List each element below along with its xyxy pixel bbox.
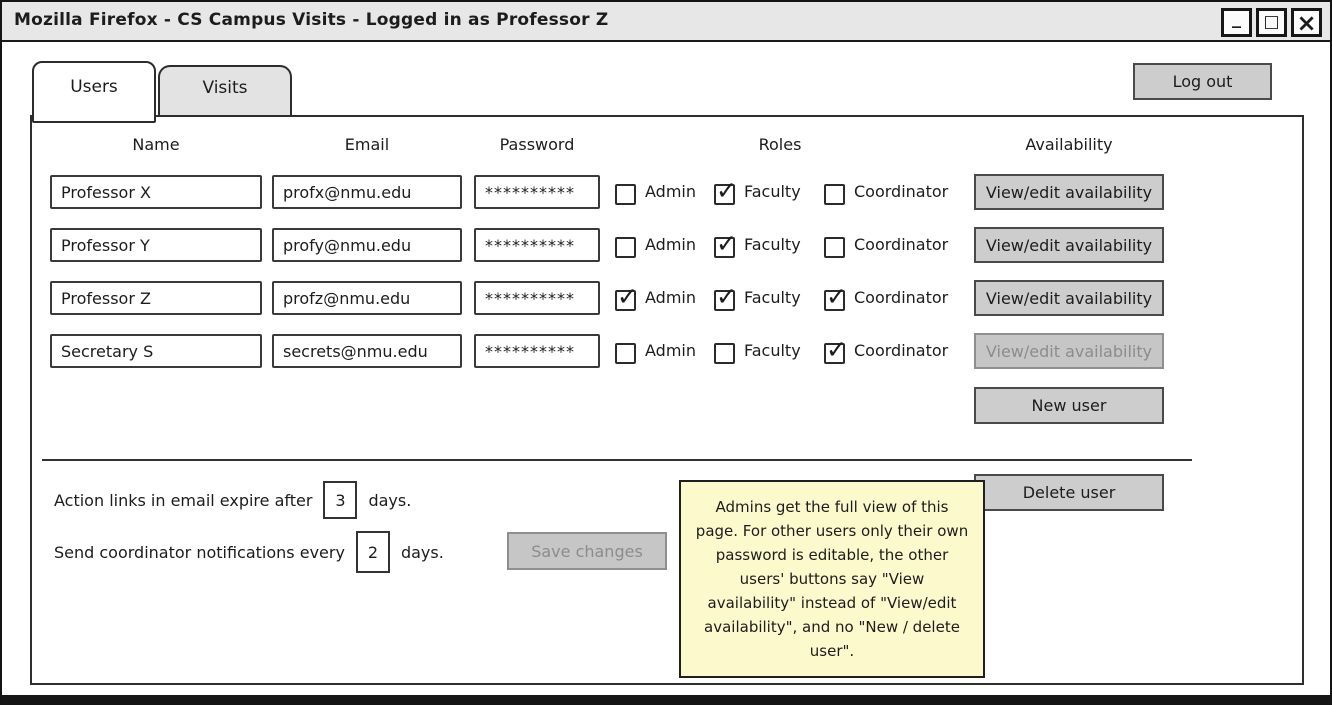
faculty-checkbox[interactable]: ✓ <box>714 176 737 205</box>
view-edit-availability-button[interactable]: View/edit availability <box>974 333 1164 369</box>
check-icon: ✓ <box>716 176 737 205</box>
window-bottom-edge <box>2 695 1330 703</box>
expire-setting-suffix: days. <box>368 490 412 510</box>
admin-label: Admin <box>645 341 696 360</box>
coordinator-label: Coordinator <box>854 288 949 307</box>
faculty-checkbox[interactable]: ✓ <box>714 282 737 311</box>
tab-users[interactable]: Users <box>32 61 156 123</box>
notify-setting-label: Send coordinator notifications every <box>54 542 345 562</box>
column-header-roles: Roles <box>758 135 802 154</box>
section-divider <box>42 459 1192 461</box>
check-icon: ✓ <box>826 335 847 364</box>
maximize-button[interactable]: □ <box>1256 8 1287 37</box>
check-icon: ✓ <box>617 282 638 311</box>
column-header-availability: Availability <box>1025 135 1113 154</box>
admin-label: Admin <box>645 182 696 201</box>
title-bar: Mozilla Firefox - CS Campus Visits - Log… <box>2 2 1330 42</box>
tab-visits[interactable]: Visits <box>158 65 292 115</box>
check-icon: ✓ <box>716 282 737 311</box>
name-field[interactable] <box>50 281 262 315</box>
email-field[interactable] <box>272 175 462 209</box>
password-field[interactable] <box>474 228 600 262</box>
expire-days-input[interactable] <box>323 481 358 519</box>
faculty-checkbox[interactable] <box>714 343 735 364</box>
close-button[interactable]: × <box>1291 8 1322 37</box>
coordinator-checkbox[interactable] <box>824 237 845 258</box>
maximize-icon: □ <box>1263 12 1280 32</box>
notify-setting-suffix: days. <box>400 542 444 562</box>
name-field[interactable] <box>50 334 262 368</box>
view-edit-availability-button[interactable]: View/edit availability <box>974 227 1164 263</box>
name-field[interactable] <box>50 175 262 209</box>
logout-button[interactable]: Log out <box>1133 63 1272 100</box>
check-icon: ✓ <box>826 282 847 311</box>
delete-user-button[interactable]: Delete user <box>974 474 1164 511</box>
password-field[interactable] <box>474 281 600 315</box>
faculty-label: Faculty <box>744 288 801 307</box>
view-edit-availability-button[interactable]: View/edit availability <box>974 174 1164 210</box>
faculty-label: Faculty <box>744 341 801 360</box>
minimize-icon: _ <box>1232 7 1241 29</box>
view-edit-availability-button[interactable]: View/edit availability <box>974 280 1164 316</box>
window-controls: _ □ × <box>1221 8 1322 37</box>
faculty-label: Faculty <box>744 235 801 254</box>
admin-label: Admin <box>645 288 696 307</box>
email-field[interactable] <box>272 228 462 262</box>
name-field[interactable] <box>50 228 262 262</box>
email-field[interactable] <box>272 281 462 315</box>
coordinator-label: Coordinator <box>854 341 949 360</box>
save-changes-button[interactable]: Save changes <box>507 532 667 570</box>
faculty-label: Faculty <box>744 182 801 201</box>
admin-checkbox[interactable] <box>615 343 636 364</box>
expire-setting-row: Action links in email expire after days. <box>54 480 411 520</box>
new-user-button[interactable]: New user <box>974 387 1164 424</box>
minimize-button[interactable]: _ <box>1221 8 1252 37</box>
window-title: Mozilla Firefox - CS Campus Visits - Log… <box>14 10 609 30</box>
admin-checkbox[interactable] <box>615 237 636 258</box>
column-header-email: Email <box>344 135 390 154</box>
admin-checkbox[interactable] <box>615 184 636 205</box>
check-icon: ✓ <box>716 229 737 258</box>
faculty-checkbox[interactable]: ✓ <box>714 229 737 258</box>
coordinator-checkbox[interactable] <box>824 184 845 205</box>
column-header-password: Password <box>499 135 575 154</box>
expire-setting-label: Action links in email expire after <box>54 490 313 510</box>
sticky-note: Admins get the full view of this page. F… <box>679 480 985 678</box>
close-icon: × <box>1296 8 1317 37</box>
coordinator-label: Coordinator <box>854 235 949 254</box>
password-field[interactable] <box>474 175 600 209</box>
password-field[interactable] <box>474 334 600 368</box>
admin-label: Admin <box>645 235 696 254</box>
coordinator-label: Coordinator <box>854 182 949 201</box>
coordinator-checkbox[interactable]: ✓ <box>824 282 847 311</box>
email-field[interactable] <box>272 334 462 368</box>
notify-days-input[interactable] <box>355 531 390 573</box>
coordinator-checkbox[interactable]: ✓ <box>824 335 847 364</box>
admin-checkbox[interactable]: ✓ <box>615 282 638 311</box>
notify-setting-row: Send coordinator notifications every day… <box>54 530 444 574</box>
column-header-name: Name <box>132 135 180 154</box>
